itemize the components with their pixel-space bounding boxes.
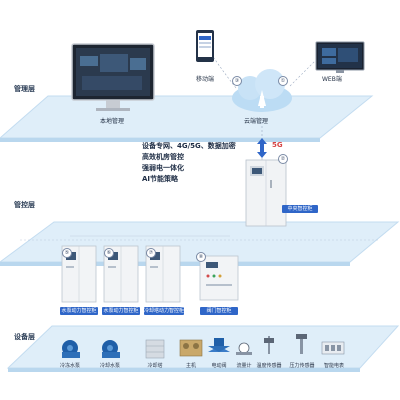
layer-label-control: 管控层 xyxy=(14,201,35,209)
smart-meter-icon xyxy=(321,341,345,355)
central-controller-tag: 中央智控柜 xyxy=(282,205,318,213)
feature-line: 强弱电一体化 xyxy=(142,164,184,172)
device-label: 智能电表 xyxy=(323,363,344,369)
device-label: 温度传感器 xyxy=(256,363,282,369)
badge-cloud-link: ② xyxy=(278,154,288,164)
updown-arrow-icon xyxy=(257,138,267,158)
badge-cabinet-left: ⑤ xyxy=(62,248,72,258)
device-label: 冷却水泵 xyxy=(99,363,120,369)
layer-label-management: 管理层 xyxy=(14,85,35,93)
pressure-sensor-icon xyxy=(296,334,307,354)
device-label: 电动阀 xyxy=(211,363,227,369)
device-platform-edge xyxy=(8,368,360,372)
badge-cabinet-right: ⑦ xyxy=(146,248,156,258)
phone-icon xyxy=(196,30,214,62)
badge-web: ① xyxy=(278,76,288,86)
device-label: 主机 xyxy=(185,363,196,369)
cloud-management-label: 云端管理 xyxy=(244,118,269,125)
management-platform xyxy=(0,95,374,139)
layer-label-device: 设备层 xyxy=(14,333,35,341)
feature-line: 高效机房管控 xyxy=(142,153,184,161)
monitor-icon xyxy=(71,43,155,111)
device-label: 压力传感器 xyxy=(289,363,315,369)
temperature-sensor-icon xyxy=(264,336,274,354)
device-label: 冷冻水泵 xyxy=(59,363,80,369)
link-line xyxy=(289,59,317,87)
pump-icon xyxy=(62,340,80,358)
management-platform-edge xyxy=(0,138,320,142)
flowmeter-icon xyxy=(236,342,252,355)
electric-valve-icon xyxy=(208,338,230,352)
cooling-tower-icon xyxy=(145,339,165,359)
device-label: 冷却塔 xyxy=(147,363,163,369)
central-cabinet-icon xyxy=(245,159,287,227)
web-display-icon xyxy=(315,41,365,73)
cabinet-tag: 水泵动力智控柜 xyxy=(60,307,98,315)
badge-cabinet-mid: ⑥ xyxy=(104,248,114,258)
mobile-label: 移动端 xyxy=(196,76,215,83)
chiller-icon xyxy=(179,339,203,357)
badge-mobile: ③ xyxy=(232,76,242,86)
device-label: 流量计 xyxy=(236,363,252,369)
feature-line: AI节能策略 xyxy=(142,175,179,183)
cloud-icon xyxy=(232,69,292,112)
cabinet-tag: 水泵动力智控柜 xyxy=(102,307,140,315)
pump-icon xyxy=(102,340,120,358)
cabinet-tag: 冷却塔动力智控柜 xyxy=(144,307,185,315)
cabinet-tag: 阀门智控柜 xyxy=(200,307,238,315)
link-line xyxy=(213,57,237,89)
valve-cabinet-icon xyxy=(199,255,239,301)
5g-label: 5G xyxy=(272,141,283,149)
web-label: WEB端 xyxy=(322,76,342,83)
feature-line: 设备专网、4G/5G、数据加密 xyxy=(142,142,236,150)
badge-valve-cabinet: ⑧ xyxy=(196,252,206,262)
local-management-label: 本地管理 xyxy=(100,118,125,125)
